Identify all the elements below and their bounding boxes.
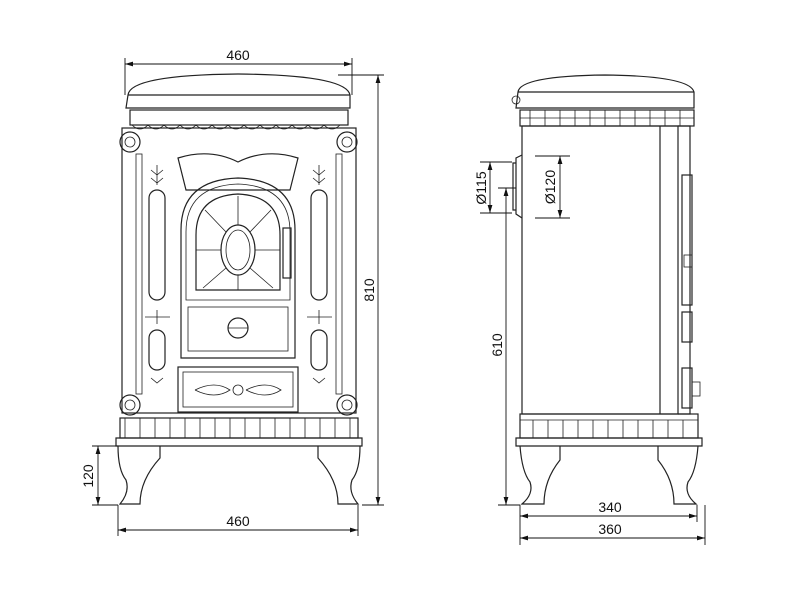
- dim-flue-inner: Ø120: [542, 170, 558, 204]
- front-view: [115, 73, 363, 505]
- side-view: [511, 74, 703, 505]
- side-rear-leg: [657, 445, 699, 505]
- dimensions: 460 810 120 460 Ø115 Ø120 610 340 360: [80, 47, 706, 545]
- door-window: [195, 193, 281, 291]
- right-leg: [317, 445, 361, 505]
- dim-flue-outer: Ø115: [473, 171, 489, 204]
- dim-flue-height: 610: [489, 333, 505, 357]
- stove-body: [121, 127, 357, 414]
- flue-collar: [512, 154, 523, 219]
- dim-base-width: 460: [226, 513, 250, 529]
- side-top-cap: [515, 74, 695, 109]
- base-plinth: [119, 417, 359, 439]
- door-handle[interactable]: [282, 227, 292, 279]
- dim-total-height: 810: [361, 278, 377, 302]
- side-body: [521, 125, 679, 415]
- top-frieze: [129, 109, 349, 126]
- side-front-leg: [519, 445, 561, 505]
- dim-total-depth: 360: [598, 521, 622, 537]
- dim-leg-height: 120: [80, 464, 96, 488]
- side-base: [519, 413, 699, 439]
- right-column: [310, 189, 328, 301]
- fire-door: [180, 177, 296, 359]
- left-column: [148, 189, 166, 301]
- dim-body-depth: 340: [598, 499, 622, 515]
- dim-top-width: 460: [226, 47, 250, 63]
- top-cap: [125, 73, 351, 109]
- side-door-profile: [681, 174, 693, 306]
- ash-drawer: [177, 366, 299, 413]
- left-leg: [117, 445, 161, 505]
- crest-ornament: [177, 153, 299, 191]
